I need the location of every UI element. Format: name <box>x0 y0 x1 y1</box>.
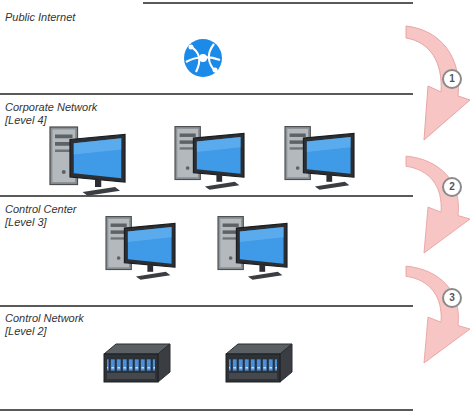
zone-label: Control Center [Level 3] <box>5 203 103 229</box>
callout-number: 1 <box>443 70 461 88</box>
zone-label: Corporate Network [Level 4] <box>5 101 103 127</box>
zone-label: Control Network [Level 2] <box>5 312 103 338</box>
callout-number: 3 <box>443 289 461 307</box>
internet-icon <box>184 39 222 77</box>
zone-label: Public Internet <box>5 11 145 24</box>
callout-number: 2 <box>443 178 461 196</box>
